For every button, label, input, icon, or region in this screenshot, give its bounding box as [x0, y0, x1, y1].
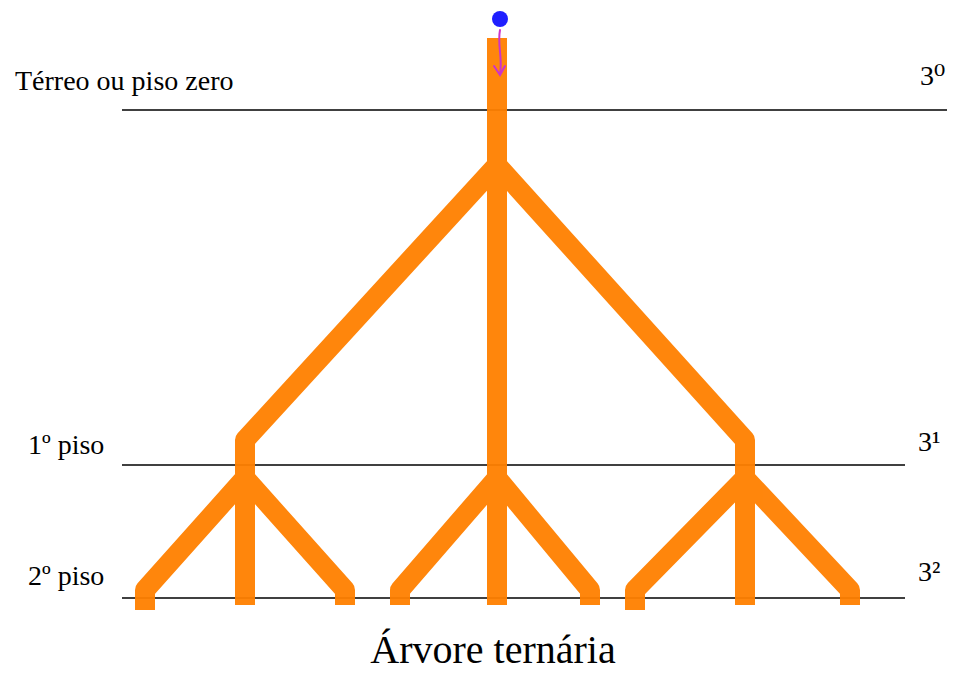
- arrow-head: [494, 66, 505, 75]
- tree-branch: [245, 478, 345, 605]
- tree-branch: [497, 478, 590, 605]
- caption: Árvore ternária: [0, 630, 972, 670]
- ternary-tree: [145, 38, 850, 610]
- tree-branch: [497, 165, 745, 480]
- tree-branch: [145, 478, 245, 610]
- arrow-shaft: [499, 30, 501, 74]
- tree-trunk: [487, 38, 507, 165]
- tree-branch: [487, 165, 507, 480]
- power-label: 3²: [918, 558, 940, 586]
- tree-branch: [745, 478, 850, 605]
- tree-branch: [635, 478, 745, 610]
- power-label: 3¹: [918, 428, 940, 456]
- blue-dot: [492, 11, 508, 27]
- tree-branch: [245, 165, 497, 480]
- floor-label: 1º piso: [28, 431, 104, 459]
- tree-branch: [400, 478, 497, 605]
- power-label: 3⁰: [920, 62, 945, 90]
- floor-label: Térreo ou piso zero: [15, 67, 233, 95]
- magenta-arrow: [494, 30, 505, 75]
- floor-label: 2º piso: [28, 562, 104, 590]
- floor-line: [122, 109, 947, 111]
